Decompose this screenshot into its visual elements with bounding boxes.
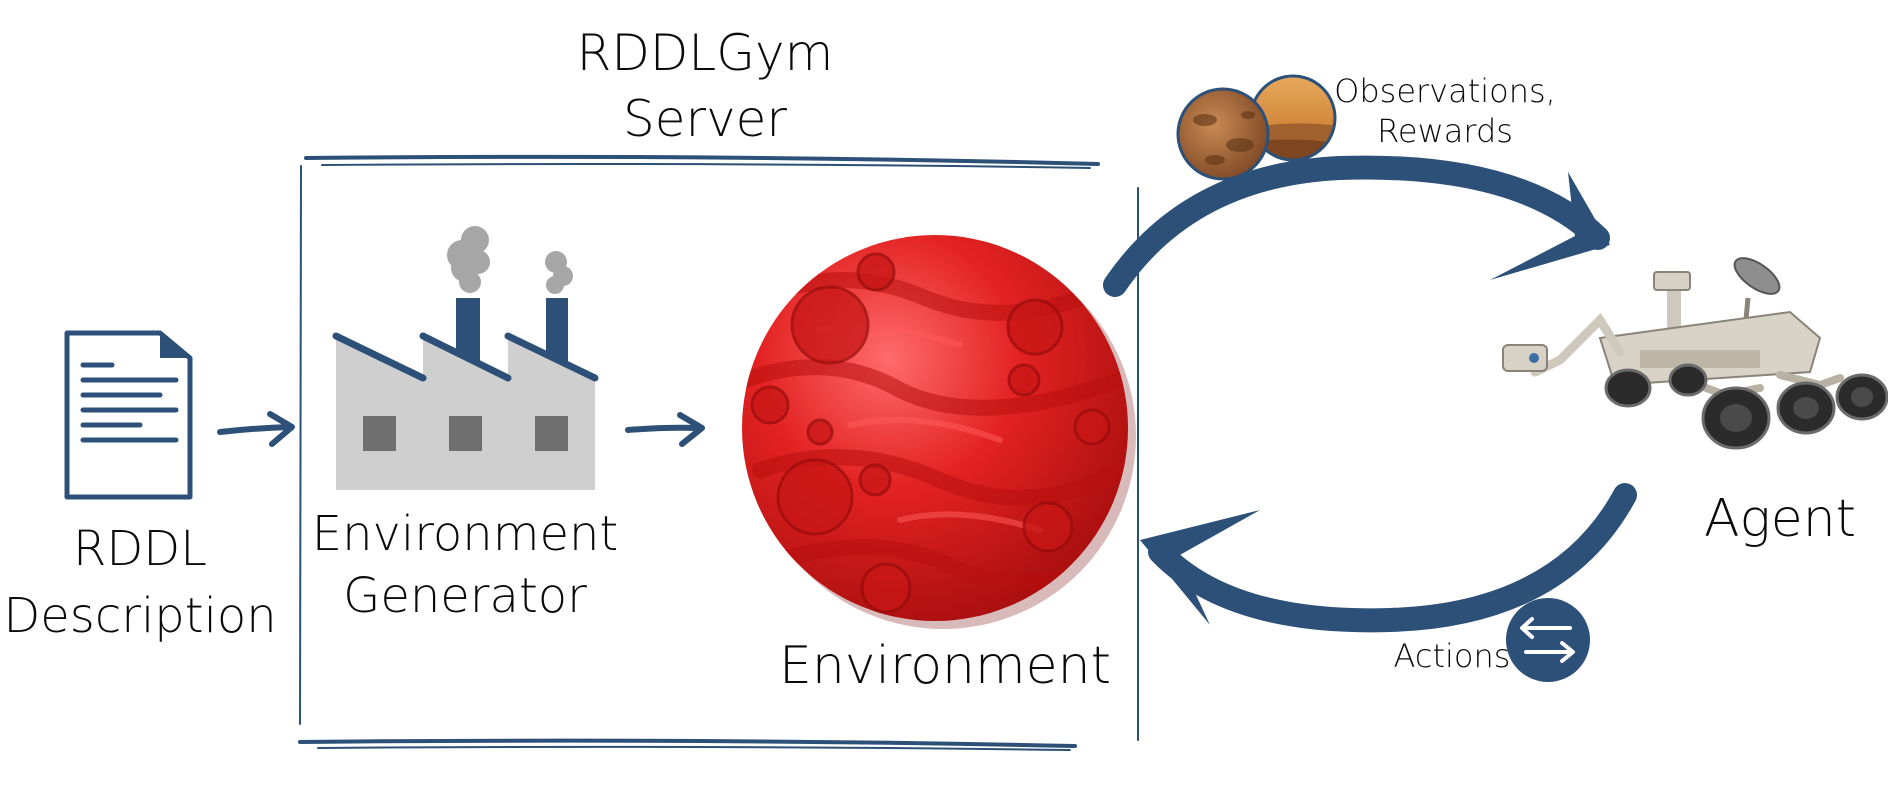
smoke-icon [447,226,573,294]
arrow-observations-rewards [1103,155,1610,297]
server-title-line1: RDDLGym [577,24,834,82]
arrow-document-to-generator [217,411,295,447]
environment-label: Environment [779,636,1111,696]
rewards-label-line2: Rewards [1377,112,1513,150]
crater-group [750,252,1111,614]
server-box [298,154,1139,751]
swap-arrows-icon [1506,598,1590,682]
environment-generator-label-line1: Environment [312,506,619,562]
agent-label: Agent [1704,489,1856,549]
observations-label-line1: Observations, [1334,72,1556,110]
mars-planet-icon [742,235,1136,629]
arrow-actions [1140,483,1637,633]
server-title-line2: Server [623,90,787,148]
factory-icon [332,226,599,490]
arrow-generator-to-environment [625,412,705,447]
document-icon [64,330,193,500]
rddl-description-label-line1: RDDL [73,521,207,577]
rddl-description-label-line2: Description [3,588,276,644]
mars-rover-icon [1502,257,1888,450]
mars-soil-thumbnail [1176,87,1270,181]
mars-terrain-thumbnails [1176,74,1337,181]
actions-label: Actions [1394,637,1511,675]
environment-generator-label-line2: Generator [343,568,587,624]
